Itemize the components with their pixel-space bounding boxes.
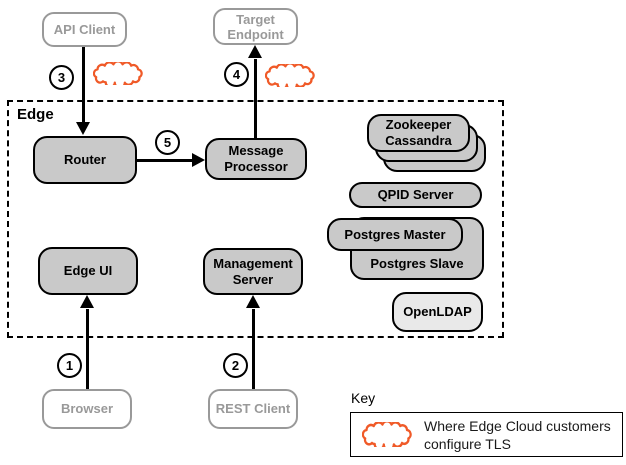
edge-container-label: Edge — [17, 106, 54, 123]
node-management-server-label-line2: Server — [232, 271, 274, 287]
node-target-endpoint: Target Endpoint — [213, 8, 298, 45]
node-api-client-label: API Client — [53, 21, 116, 37]
node-browser: Browser — [42, 389, 132, 429]
node-openldap: OpenLDAP — [392, 292, 483, 332]
tls-cloud-icon — [265, 64, 315, 87]
node-postgres-master-label: Postgres Master — [344, 226, 446, 242]
node-message-processor-label-line2: Processor — [224, 159, 288, 174]
step-circle-3: 3 — [49, 65, 74, 90]
step-circle-1: 1 — [57, 353, 82, 378]
key-box: Where Edge Cloud customers configure TLS — [350, 412, 623, 457]
arrowhead-mp-to-target — [248, 45, 262, 58]
key-description: Where Edge Cloud customers configure TLS — [424, 417, 611, 452]
node-zookeeper-label: Zookeeper — [385, 117, 452, 132]
node-target-endpoint-label-line2: Endpoint — [227, 26, 284, 42]
node-rest-client-label: REST Client — [215, 401, 291, 416]
arrowhead-router-to-mp — [192, 153, 205, 167]
node-cassandra-label: Cassandra — [385, 133, 452, 148]
node-openldap-label: OpenLDAP — [403, 304, 472, 319]
node-management-server: Management Server — [203, 248, 303, 295]
tls-cloud-icon — [362, 422, 412, 447]
arrow-router-to-mp — [137, 159, 192, 162]
node-target-endpoint-label-line1: Target — [236, 11, 275, 27]
node-message-processor: Message Processor — [205, 138, 307, 180]
arrowhead-browser-to-edge-ui — [80, 295, 94, 308]
node-router-label: Router — [64, 152, 106, 167]
node-browser-label: Browser — [60, 401, 114, 416]
node-qpid-server: QPID Server — [349, 182, 482, 208]
node-edge-ui: Edge UI — [38, 247, 138, 295]
node-rest-client: REST Client — [208, 389, 298, 429]
node-edge-ui-label: Edge UI — [63, 263, 113, 278]
arrow-api-client-to-router — [82, 47, 85, 122]
step-1-number: 1 — [65, 358, 74, 373]
node-qpid-server-label: QPID Server — [377, 187, 454, 202]
arrow-rest-client-to-mgmt — [252, 309, 255, 389]
node-postgres-master: Postgres Master — [327, 218, 463, 251]
arrow-browser-to-edge-ui — [86, 309, 89, 389]
node-message-processor-label-line1: Message — [228, 143, 284, 158]
step-circle-5: 5 — [155, 130, 180, 155]
arrowhead-rest-client-to-mgmt — [246, 295, 260, 308]
step-4-number: 4 — [232, 67, 241, 82]
arrowhead-api-client-to-router — [76, 122, 90, 135]
step-2-number: 2 — [231, 358, 240, 373]
node-router: Router — [33, 136, 137, 184]
key-title: Key — [351, 390, 376, 406]
tls-cloud-icon — [93, 62, 143, 85]
step-3-number: 3 — [57, 70, 66, 85]
node-zookeeper-cassandra: Zookeeper Cassandra — [367, 114, 470, 152]
node-api-client: API Client — [42, 12, 127, 47]
step-circle-2: 2 — [223, 353, 248, 378]
arrow-mp-to-target — [254, 59, 257, 178]
node-postgres-slave-label: Postgres Slave — [370, 256, 464, 271]
node-management-server-label-line1: Management — [213, 255, 293, 271]
step-circle-4: 4 — [224, 62, 249, 87]
step-5-number: 5 — [163, 135, 172, 150]
